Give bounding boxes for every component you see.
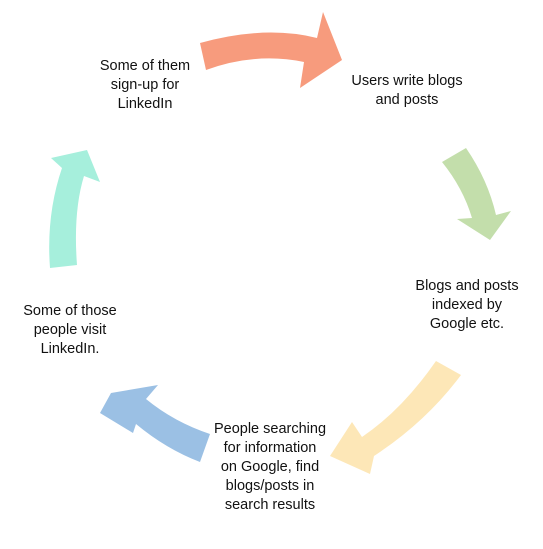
arrow-to-people-find-posts bbox=[330, 361, 461, 474]
step-visit-linkedin: Some of those people visit LinkedIn. bbox=[23, 303, 117, 357]
step-users-write-blogs: Users write blogs and posts bbox=[351, 73, 463, 108]
arrow-to-sign-up-for-linkedin bbox=[49, 150, 100, 268]
step-people-find-posts: People searching for information on Goog… bbox=[213, 421, 327, 513]
step-indexed-by-google: Blogs and posts indexed by Google etc. bbox=[415, 278, 519, 332]
arrow-to-visit-linkedin bbox=[100, 385, 210, 462]
step-sign-up-for-linkedin: Some of them sign-up for LinkedIn bbox=[99, 58, 191, 112]
arrow-to-indexed-by-google bbox=[442, 148, 511, 240]
arrow-to-users-write-blogs bbox=[200, 12, 342, 88]
